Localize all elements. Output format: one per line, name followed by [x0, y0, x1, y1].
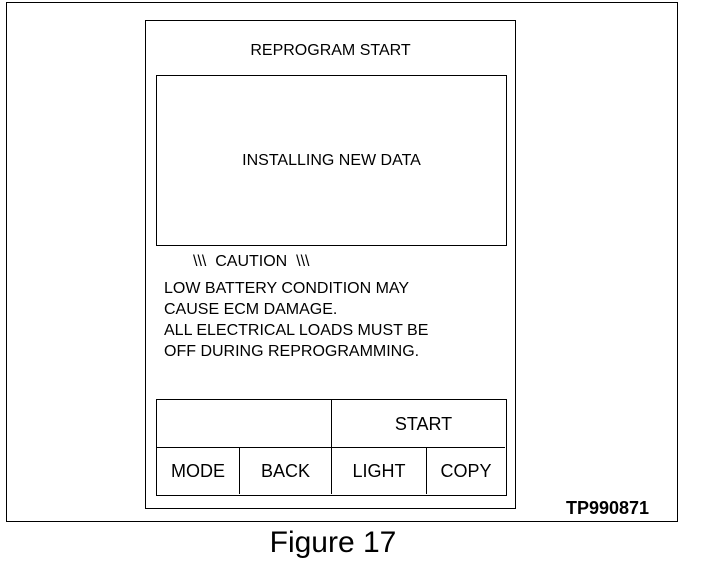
figure-code: TP990871 [566, 498, 650, 518]
back-button[interactable]: BACK [240, 448, 332, 494]
soft-key-grid: START MODE BACK LIGHT COPY [156, 399, 507, 496]
tester-screen: REPROGRAM START INSTALLING NEW DATA \\\ … [145, 20, 516, 509]
blank-soft-key[interactable] [157, 400, 332, 448]
copy-button[interactable]: COPY [440, 461, 492, 481]
caution-line: CAUSE ECM DAMAGE. [164, 301, 338, 318]
figure-caption: Figure 17 [269, 526, 397, 559]
mode-button[interactable]: MODE [157, 448, 240, 494]
caution-line: ALL ELECTRICAL LOADS MUST BE [164, 322, 429, 339]
status-message: INSTALLING NEW DATA [242, 152, 421, 169]
start-button[interactable]: START [332, 400, 505, 448]
caution-line: OFF DURING REPROGRAMMING. [164, 343, 420, 360]
caution-line: LOW BATTERY CONDITION MAY [164, 280, 410, 297]
message-box: INSTALLING NEW DATA [156, 75, 507, 246]
figure-frame [6, 2, 678, 522]
caution-heading: \\\ CAUTION \\\ [193, 253, 310, 270]
screen-title: REPROGRAM START [250, 42, 411, 59]
caution-text: LOW BATTERY CONDITION MAY CAUSE ECM DAMA… [164, 278, 428, 362]
light-button[interactable]: LIGHT [332, 448, 427, 494]
